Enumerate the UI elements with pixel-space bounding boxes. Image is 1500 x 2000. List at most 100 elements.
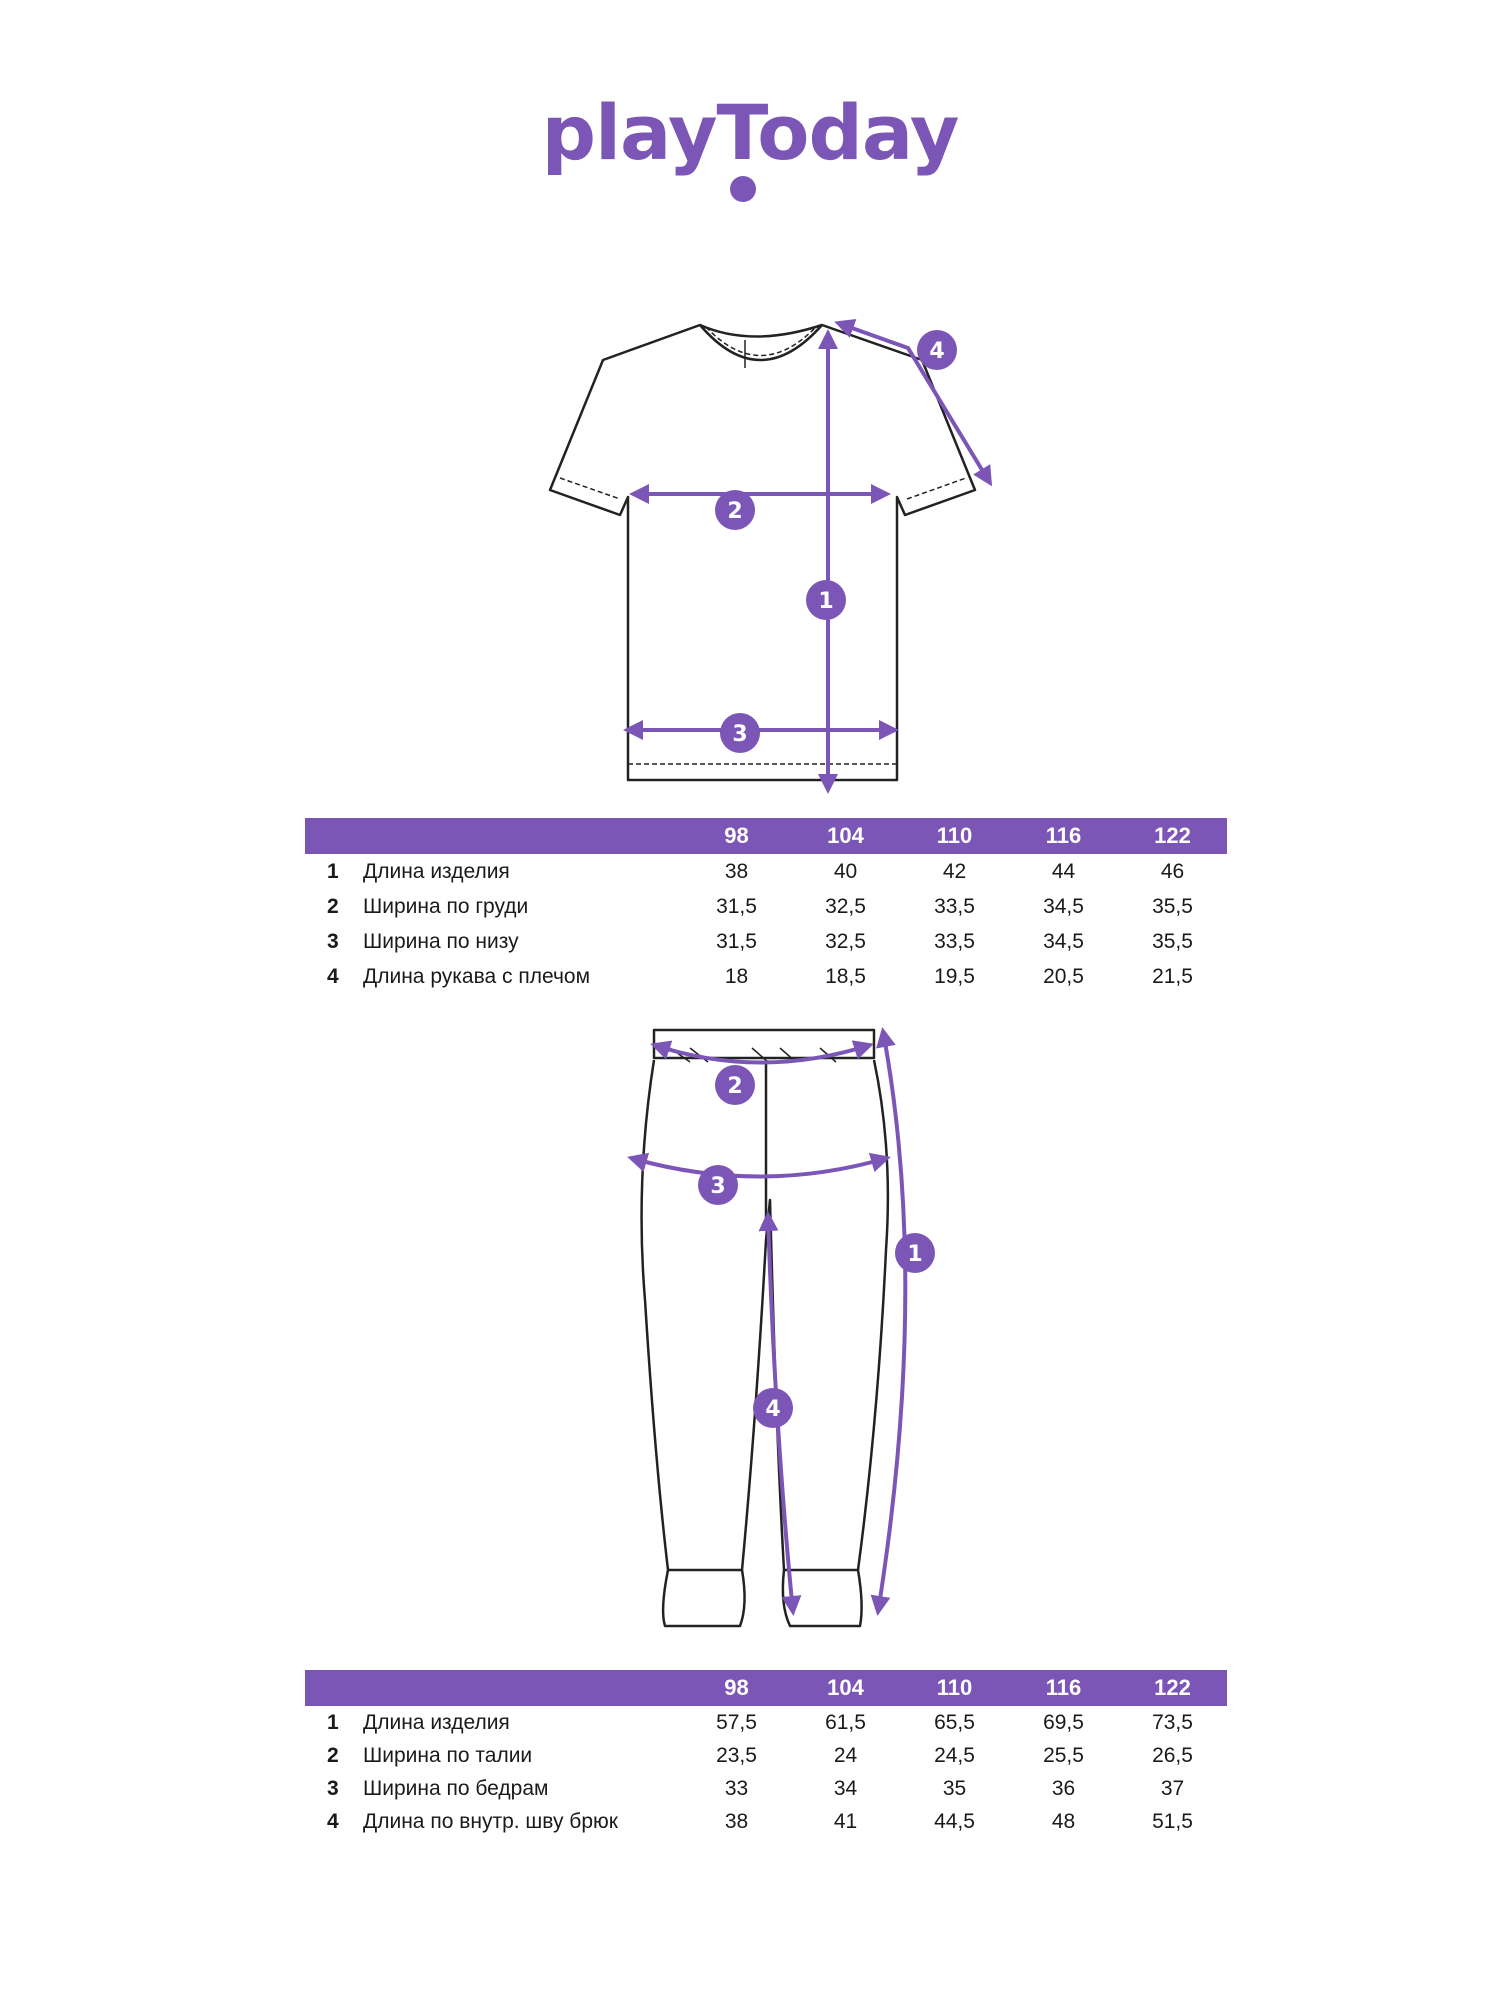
row-number: 2 [327,894,339,918]
cell-value: 32,5 [825,929,866,953]
table-row: 3 Ширина по низу 31,5 32,5 33,5 34,5 35,… [305,924,1227,959]
row-number: 2 [327,1743,339,1767]
cell-value: 20,5 [1043,964,1084,988]
svg-text:2: 2 [727,1074,742,1099]
tshirt-sketch [548,323,977,782]
table-row: 2 Ширина по талии 23,5 24 24,5 25,5 26,5 [305,1739,1227,1772]
row-number: 1 [327,1710,339,1734]
row-number: 1 [327,859,339,883]
size-header-row: 98 104 110 116 122 [305,818,1227,854]
pants-callout-1: 1 [895,1233,935,1273]
pants-callout-4: 4 [753,1388,793,1428]
cell-value: 34 [833,1776,858,1800]
row-label: Длина изделия [363,859,510,883]
cell-value: 19,5 [934,964,975,988]
cell-value: 35,5 [1152,894,1193,918]
row-number: 3 [327,1776,339,1800]
brand-logo-dot [730,176,756,202]
cell-value: 57,5 [716,1710,757,1734]
svg-text:1: 1 [818,589,833,614]
row-label: Ширина по бедрам [363,1776,549,1800]
size-header: 98 [724,823,749,848]
tshirt-callout-3: 3 [720,713,760,753]
cell-value: 24,5 [934,1743,975,1767]
table-row: 4 Длина по внутр. шву брюк 38 41 44,5 48… [305,1805,1227,1838]
cell-value: 33 [724,1776,749,1800]
cell-value: 48 [1051,1809,1076,1833]
pants-size-table: 98 104 110 116 122 1 Длина изделия 57,5 … [305,1670,1227,1838]
cell-value: 25,5 [1043,1743,1084,1767]
cell-value: 31,5 [716,894,757,918]
cell-value: 38 [724,859,749,883]
row-number: 4 [327,1809,339,1833]
cell-value: 44,5 [934,1809,975,1833]
cell-value: 38 [724,1809,749,1833]
table-row: 2 Ширина по груди 31,5 32,5 33,5 34,5 35… [305,889,1227,924]
cell-value: 73,5 [1152,1710,1193,1734]
cell-value: 34,5 [1043,894,1084,918]
svg-text:2: 2 [727,499,742,524]
size-header: 110 [936,823,973,848]
pants-sketch [640,1028,890,1628]
row-label: Длина по внутр. шву брюк [363,1809,618,1833]
cell-value: 37 [1160,1776,1185,1800]
svg-text:3: 3 [732,722,747,747]
cell-value: 23,5 [716,1743,757,1767]
cell-value: 31,5 [716,929,757,953]
size-header: 104 [827,823,864,848]
tshirt-callout-1: 1 [806,580,846,620]
cell-value: 51,5 [1152,1809,1193,1833]
table-row: 1 Длина изделия 57,5 61,5 65,5 69,5 73,5 [305,1706,1227,1739]
size-header: 110 [936,1675,973,1700]
row-number: 3 [327,929,339,953]
size-header: 122 [1154,823,1191,848]
svg-text:3: 3 [710,1174,725,1199]
cell-value: 26,5 [1152,1743,1193,1767]
brand-logo: playToday [0,88,1500,177]
size-header-row: 98 104 110 116 122 [305,1670,1227,1706]
pants-callout-2: 2 [715,1065,755,1105]
svg-text:4: 4 [765,1397,780,1422]
size-header: 116 [1045,1675,1082,1700]
tshirt-callout-2: 2 [715,490,755,530]
pants-callout-3: 3 [698,1165,738,1205]
cell-value: 69,5 [1043,1710,1084,1734]
cell-value: 36 [1051,1776,1076,1800]
svg-text:4: 4 [929,339,944,364]
row-label: Ширина по талии [363,1743,533,1767]
cell-value: 18,5 [825,964,866,988]
size-header: 122 [1154,1675,1191,1700]
cell-value: 35 [942,1776,967,1800]
table-row: 1 Длина изделия 38 40 42 44 46 [305,854,1227,889]
tshirt-callout-4: 4 [917,330,957,370]
size-header: 116 [1045,823,1082,848]
row-label: Ширина по низу [363,929,519,953]
row-label: Длина рукава с плечом [363,964,591,988]
cell-value: 33,5 [934,929,975,953]
table-row: 4 Длина рукава с плечом 18 18,5 19,5 20,… [305,959,1227,994]
cell-value: 35,5 [1152,929,1193,953]
cell-value: 46 [1160,859,1185,883]
size-header: 104 [827,1675,864,1700]
cell-value: 33,5 [934,894,975,918]
cell-value: 18 [724,964,749,988]
svg-text:1: 1 [907,1242,922,1267]
row-label: Длина изделия [363,1710,510,1734]
cell-value: 21,5 [1152,964,1193,988]
tshirt-measure-lines [623,318,993,794]
cell-value: 65,5 [934,1710,975,1734]
tshirt-callouts: 1 2 3 4 [715,330,957,753]
row-label: Ширина по груди [363,894,529,918]
pants-callouts: 1 2 3 4 [698,1065,935,1428]
cell-value: 32,5 [825,894,866,918]
table-row: 3 Ширина по бедрам 33 34 35 36 37 [305,1772,1227,1805]
size-header: 98 [724,1675,749,1700]
cell-value: 42 [942,859,967,883]
row-number: 4 [327,964,339,988]
brand-logo-text: playToday [541,88,960,177]
tshirt-size-table: 98 104 110 116 122 1 Длина изделия 38 40… [305,818,1227,994]
cell-value: 44 [1051,859,1076,883]
cell-value: 41 [833,1809,858,1833]
cell-value: 34,5 [1043,929,1084,953]
